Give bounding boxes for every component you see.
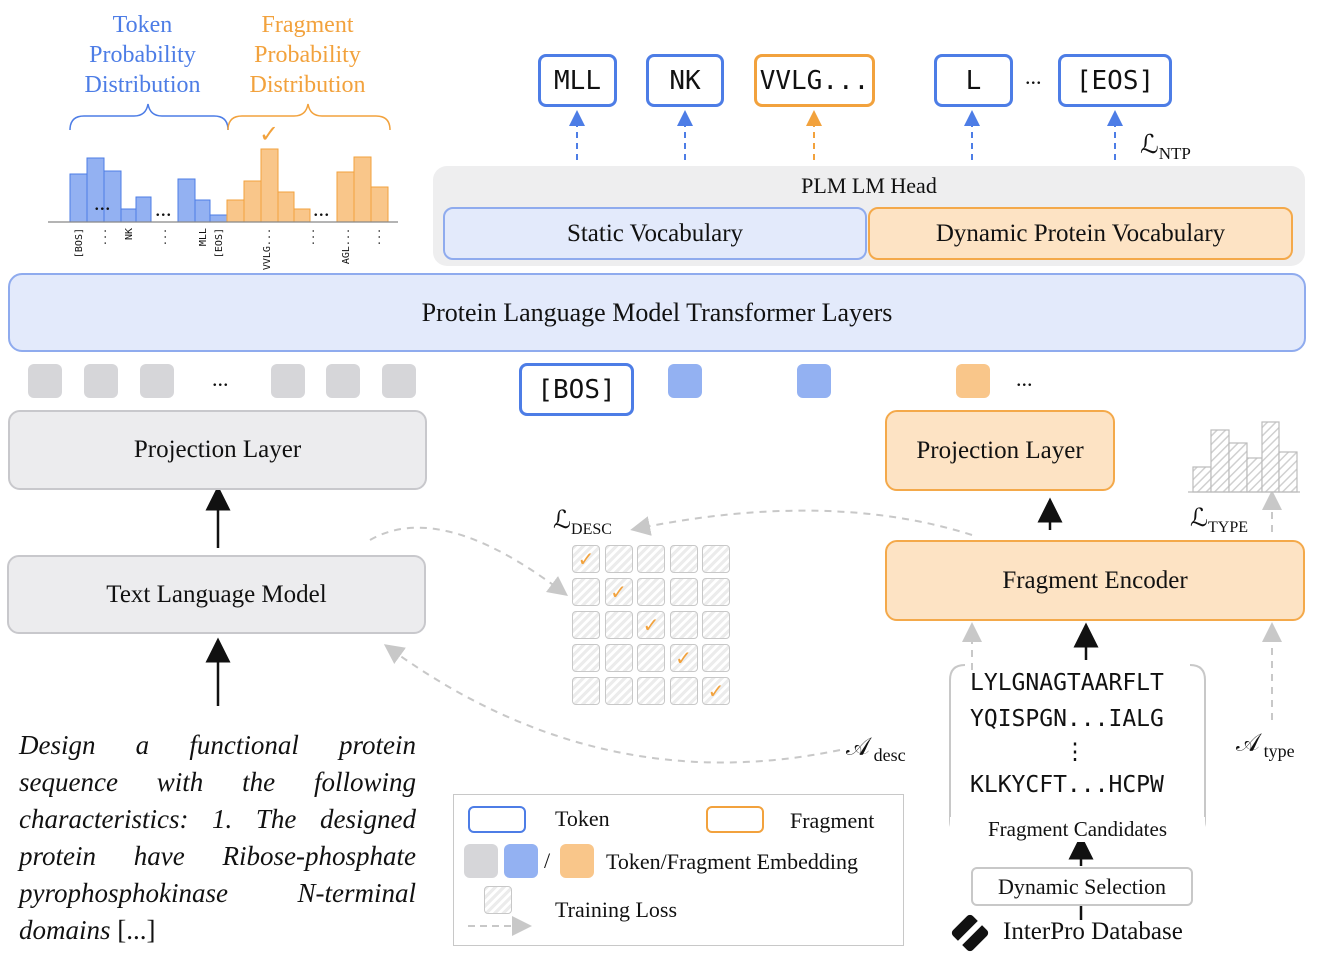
dynamic-protein-vocabulary: Dynamic Protein Vocabulary — [868, 207, 1293, 260]
fragment-dist-title: Fragment Probability Distribution — [249, 12, 366, 98]
fragment-encoder: Fragment Encoder — [885, 540, 1305, 621]
lm-head-title: PLM LM Head — [801, 173, 937, 198]
bos-token: [BOS] — [519, 363, 634, 416]
output-token-eos: [EOS] — [1058, 54, 1172, 107]
legend — [453, 794, 904, 946]
loss-cell — [702, 644, 730, 672]
loss-cell-positive: ✓ — [572, 545, 600, 573]
interpro-database: InterPro Database — [1003, 918, 1183, 945]
loss-cell — [572, 578, 600, 606]
legend-fragment-swatch — [706, 806, 764, 833]
loss-cell — [572, 611, 600, 639]
text-embedding — [140, 364, 174, 398]
legend-fragment-label: Fragment — [790, 808, 875, 833]
loss-cell — [637, 644, 665, 672]
loss-cell — [604, 677, 633, 705]
text-embedding — [271, 364, 305, 398]
loss-cell — [669, 611, 698, 639]
token-embedding — [797, 364, 831, 398]
legend-training-loss-label: Training Loss — [555, 897, 678, 922]
fragment-embedding — [956, 364, 990, 398]
legend-token-label: Token — [555, 806, 610, 831]
text-embedding — [84, 364, 118, 398]
type-bars — [1192, 421, 1298, 493]
check-icon: ✓ — [259, 120, 280, 148]
fragment-candidates-list: LYLGNAGTAARFLT YQISPGN...IALG ⋮ KLKYCFT.… — [970, 665, 1180, 803]
text-embedding — [382, 364, 416, 398]
transformer-layers: Protein Language Model Transformer Layer… — [8, 273, 1306, 352]
hist-axis-label: ... — [158, 228, 169, 247]
left-projection-layer: Projection Layer — [8, 410, 427, 490]
legend-loss-cell — [484, 886, 512, 914]
legend-token-swatch — [468, 806, 526, 833]
interpro-logo-icon — [951, 914, 989, 952]
loss-type: ℒTYPE — [1190, 505, 1249, 536]
hist-axis-label: ... — [306, 228, 317, 247]
loss-cell — [669, 578, 698, 606]
loss-cell — [637, 578, 665, 606]
loss-cell — [702, 611, 730, 639]
fragment-brace — [227, 103, 391, 131]
loss-cell — [604, 644, 633, 672]
output-token-l: L — [934, 54, 1013, 107]
loss-cell — [637, 545, 665, 573]
text-embedding — [28, 364, 62, 398]
loss-cell — [572, 644, 600, 672]
text-prompt: Design a functional protein sequence wit… — [19, 730, 416, 945]
text-embedding — [326, 364, 360, 398]
legend-embedding-label: Token/Fragment Embedding — [606, 849, 859, 874]
candidate-3: KLKYCFT...HCPW — [970, 772, 1164, 798]
hist-axis-label: [EOS] — [214, 228, 225, 259]
loss-desc: ℒDESC — [553, 507, 612, 538]
output-token-nk: NK — [646, 54, 724, 107]
fragment-bars — [226, 148, 389, 223]
hist-axis-label: [BOS] — [74, 228, 85, 259]
loss-cell — [702, 578, 730, 606]
legend-gray-embedding — [464, 844, 498, 878]
loss-ntp: ℒNTP — [1140, 130, 1191, 164]
hist-axis-label: NK — [124, 228, 135, 241]
loss-cell — [604, 611, 633, 639]
loss-cell — [637, 677, 665, 705]
loss-cell-positive: ✓ — [604, 578, 633, 606]
fragment-candidates-label: Fragment Candidates — [950, 817, 1205, 842]
hist-axis-label: ... — [98, 228, 109, 247]
candidate-2: YQISPGN...IALG — [970, 706, 1164, 732]
hist-axis-label: AGL... — [341, 228, 352, 265]
loss-cell-positive: ✓ — [702, 677, 730, 705]
loss-cell — [669, 545, 698, 573]
loss-cell — [669, 677, 698, 705]
output-fragment-vvlg: VVLG... — [754, 54, 875, 107]
output-token-mll: MLL — [538, 54, 617, 107]
token-brace — [69, 103, 229, 131]
token-embedding — [668, 364, 702, 398]
token-dist-title: Token Probability Distribution — [84, 12, 201, 98]
legend-blue-embedding — [504, 844, 538, 878]
candidate-1: LYLGNAGTAARFLT — [970, 670, 1164, 696]
hist-axis-label: ... — [372, 228, 383, 247]
loss-cell — [572, 677, 600, 705]
dynamic-selection: Dynamic Selection — [971, 867, 1193, 906]
hist-axis-label: VVLG... — [262, 228, 273, 271]
candidate-ellipsis: ⋮ — [1063, 739, 1087, 765]
right-projection-layer: Projection Layer — [885, 410, 1115, 491]
hist-axis-label: MLL — [198, 228, 209, 247]
legend-orange-embedding — [560, 844, 594, 878]
text-language-model: Text Language Model — [7, 555, 426, 634]
static-vocabulary: Static Vocabulary — [443, 207, 867, 260]
loss-cell-positive: ✓ — [637, 611, 665, 639]
loss-cell-positive: ✓ — [669, 644, 698, 672]
loss-cell — [604, 545, 633, 573]
loss-cell — [702, 545, 730, 573]
